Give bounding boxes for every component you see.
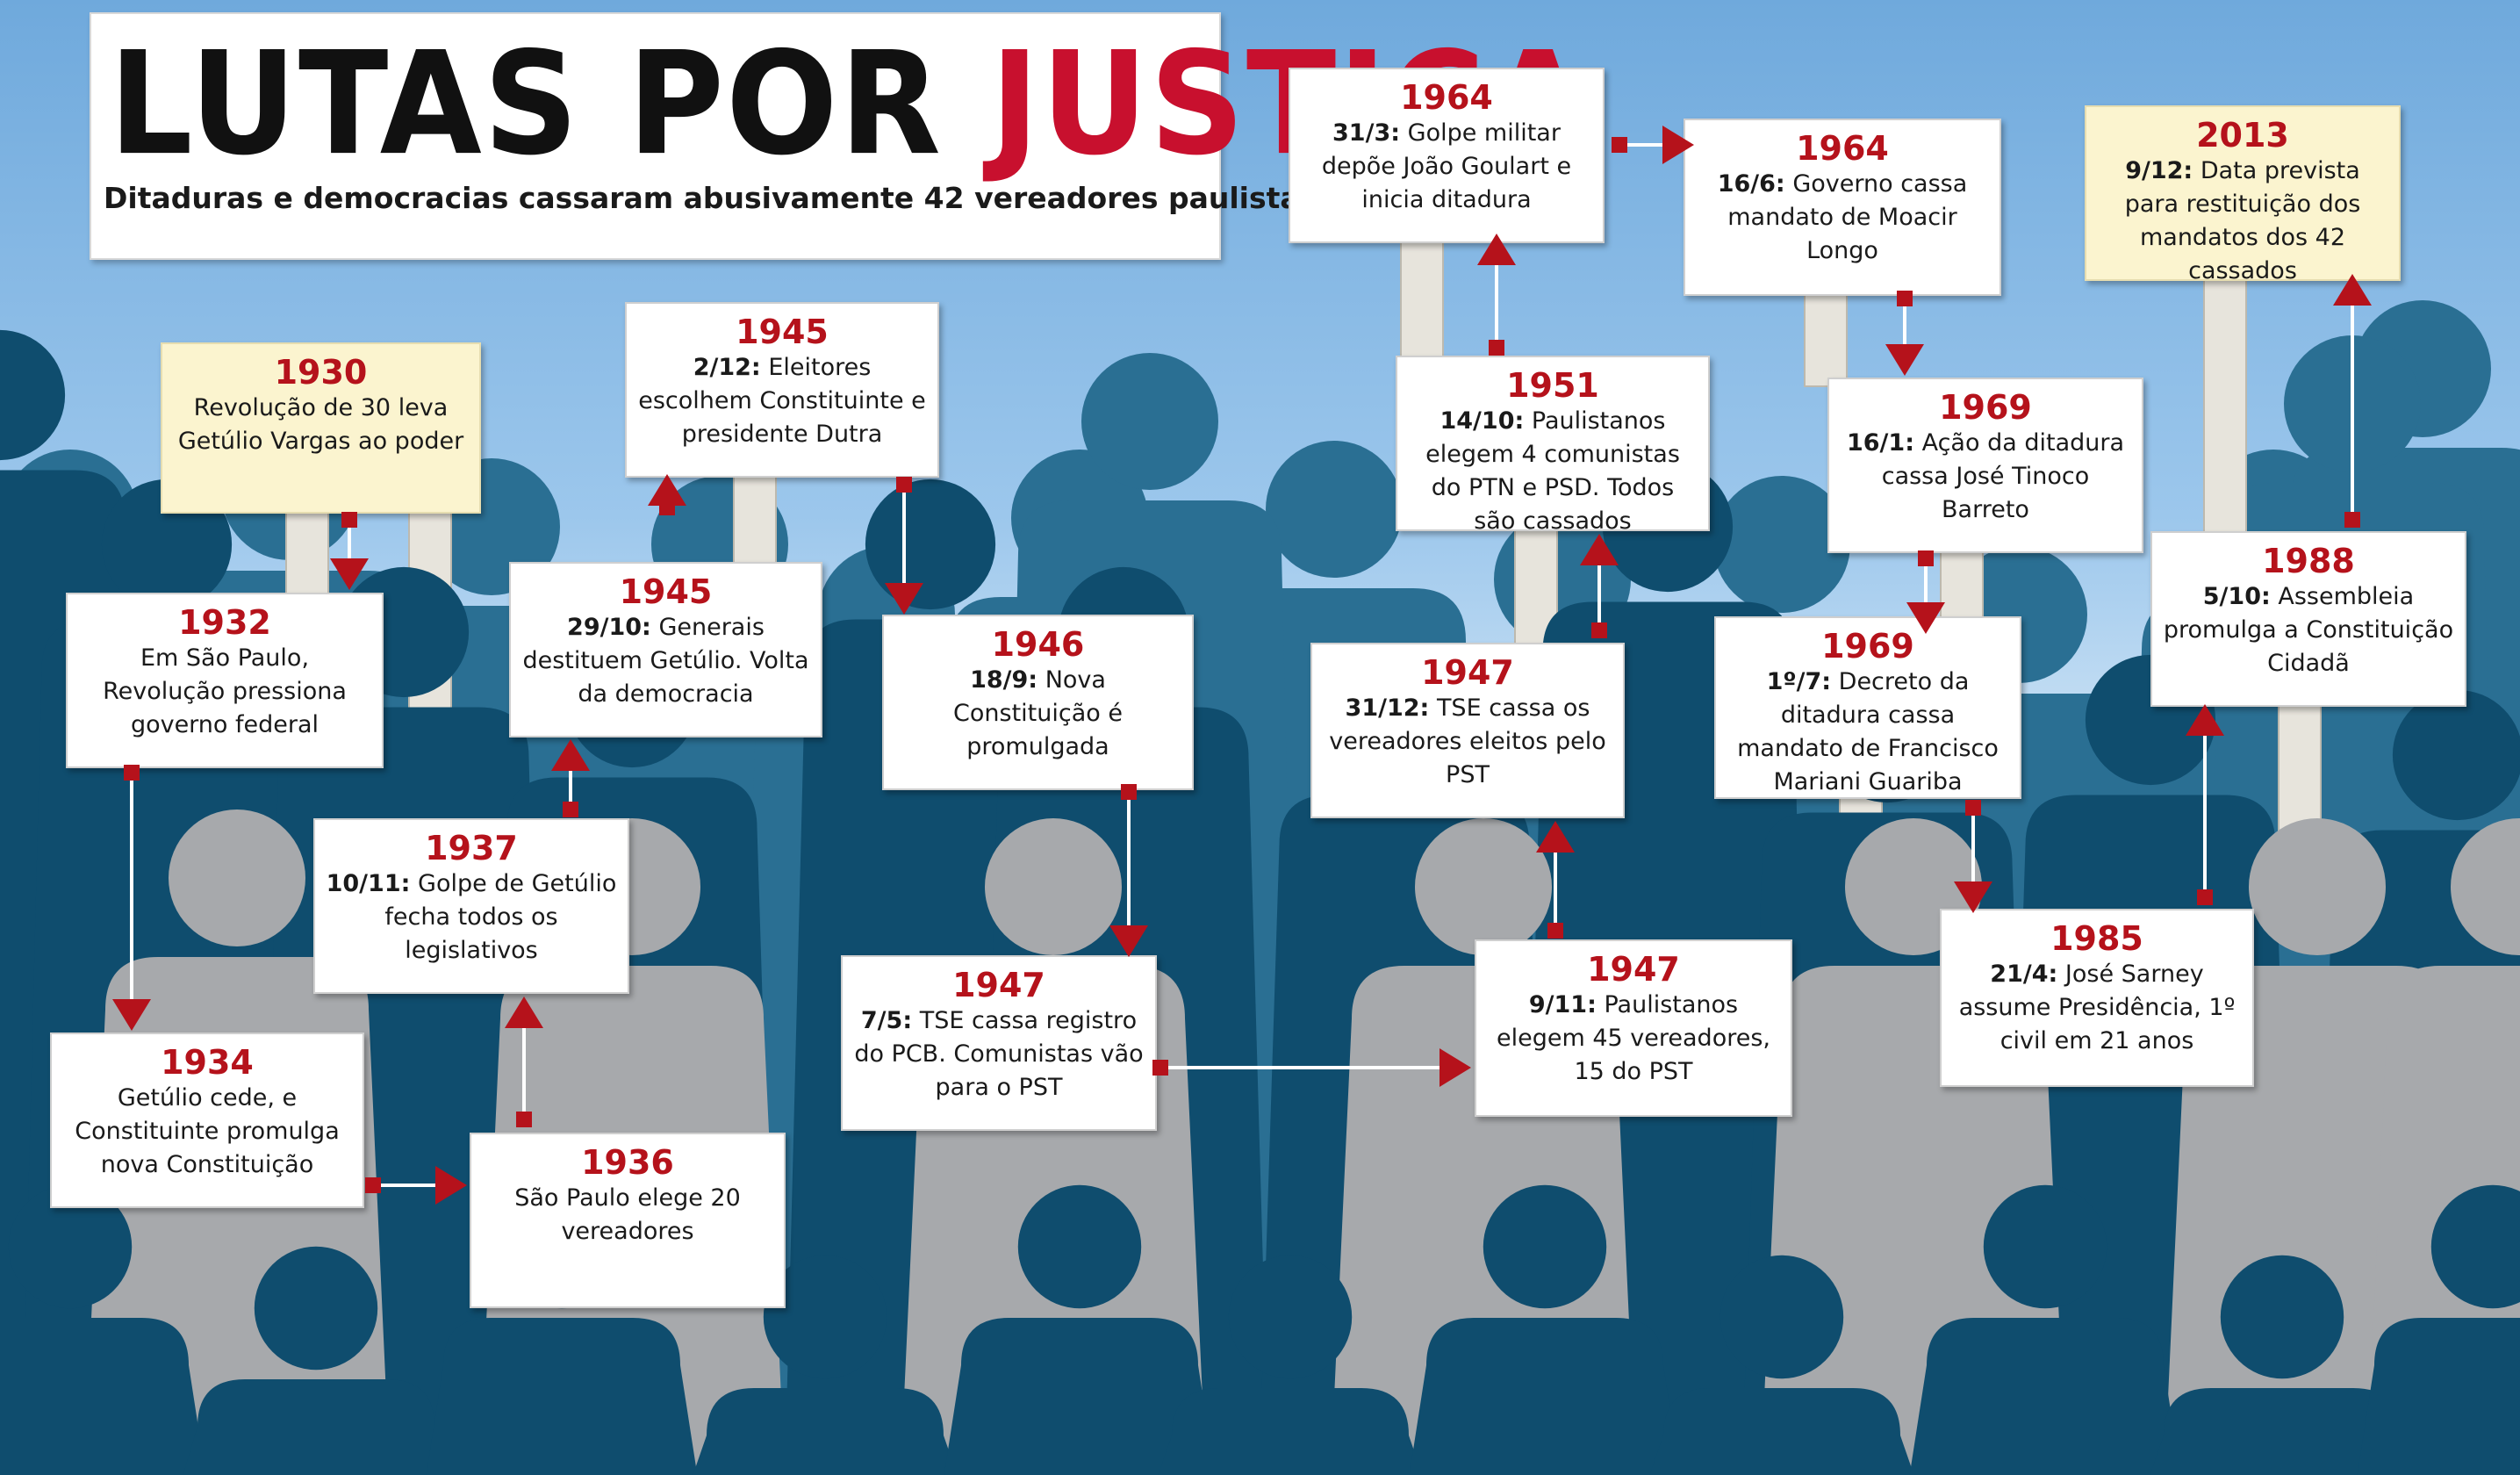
sign-year: 1945 bbox=[736, 313, 829, 351]
sign-year: 2013 bbox=[2196, 116, 2289, 155]
person-front bbox=[183, 1246, 449, 1475]
title-banner: LUTAS POR JUSTIÇA Ditaduras e democracia… bbox=[90, 12, 1589, 260]
sign-year: 1947 bbox=[1421, 653, 1514, 692]
sign-year: 1947 bbox=[1587, 950, 1680, 989]
sign-post bbox=[1804, 280, 1848, 387]
page-subtitle: Ditaduras e democracias cassaram abusiva… bbox=[104, 181, 1358, 215]
sign-date: 5/10: bbox=[2202, 583, 2271, 610]
sign-text: Decreto da ditadura cassa mandato de Fra… bbox=[1737, 668, 1999, 795]
sign-year: 1937 bbox=[425, 829, 518, 867]
sign-1947-nov: 1947 9/11: Paulistanos elegem 45 vereado… bbox=[1475, 939, 1792, 1117]
sign-1932: 1932 Em São Paulo, Revolução pressiona g… bbox=[66, 593, 384, 768]
sign-1947-may: 1947 7/5: TSE cassa registro do PCB. Com… bbox=[841, 955, 1157, 1131]
sign-1951: 1951 14/10: Paulistanos elegem 4 comunis… bbox=[1396, 356, 1710, 535]
sign-text: Assembleia promulga a Constituição Cidad… bbox=[2163, 583, 2454, 677]
sign-1988: 1988 5/10: Assembleia promulga a Constit… bbox=[2150, 531, 2466, 707]
sign-date: 2/12: bbox=[693, 354, 761, 381]
sign-year: 1946 bbox=[991, 625, 1085, 664]
sign-post bbox=[2203, 263, 2247, 545]
sign-text: Paulistanos elegem 4 comunistas do PTN e… bbox=[1425, 407, 1680, 535]
sign-text: Data prevista para restituição dos manda… bbox=[2124, 157, 2361, 284]
sign-date: 10/11: bbox=[326, 870, 411, 897]
sign-text: Revolução de 30 leva Getúlio Vargas ao p… bbox=[177, 394, 464, 455]
sign-1947-dec: 1947 31/12: TSE cassa os vereadores elei… bbox=[1310, 643, 1625, 818]
sign-date: 31/12: bbox=[1345, 694, 1430, 722]
sign-date: 14/10: bbox=[1439, 407, 1525, 435]
sign-text: TSE cassa os vereadores eleitos pelo PST bbox=[1329, 694, 1606, 788]
sign-text: São Paulo elege 20 vereadores bbox=[514, 1184, 741, 1245]
sign-1945-oct: 1945 29/10: Generais destituem Getúlio. … bbox=[509, 562, 822, 738]
title-black: LUTAS POR bbox=[109, 22, 944, 187]
sign-year: 1969 bbox=[1939, 388, 2032, 427]
person-front bbox=[1158, 1255, 1423, 1475]
sign-1964-jun: 1964 16/6: Governo cassa mandato de Moac… bbox=[1684, 119, 2001, 296]
sign-year: 1951 bbox=[1506, 366, 1599, 405]
person-front bbox=[1909, 1184, 2181, 1475]
sign-2013: 2013 9/12: Data prevista para restituiçã… bbox=[2085, 105, 2401, 284]
sign-text: Paulistanos elegem 45 vereadores, 15 do … bbox=[1497, 991, 1770, 1085]
sign-year: 1932 bbox=[178, 603, 271, 642]
sign-date: 31/3: bbox=[1332, 119, 1401, 147]
sign-1936: 1936 São Paulo elege 20 vereadores bbox=[470, 1133, 786, 1308]
sign-date: 1º/7: bbox=[1766, 668, 1832, 695]
person-front bbox=[693, 1255, 958, 1475]
sign-1969-jul: 1969 1º/7: Decreto da ditadura cassa man… bbox=[1714, 616, 2021, 799]
sign-text: Generais destituem Getúlio. Volta da dem… bbox=[522, 614, 809, 708]
sign-text: TSE cassa registro do PCB. Comunistas vã… bbox=[854, 1007, 1144, 1101]
sign-year: 1985 bbox=[2050, 919, 2143, 958]
sign-text: Em São Paulo, Revolução pressiona govern… bbox=[103, 644, 347, 738]
sign-year: 1930 bbox=[274, 353, 368, 392]
sign-1945-dec: 1945 2/12: Eleitores escolhem Constituin… bbox=[625, 302, 939, 478]
person-front bbox=[2150, 1255, 2415, 1475]
sign-text: Nova Constituição é promulgada bbox=[953, 666, 1123, 760]
sign-year: 1988 bbox=[2262, 542, 2355, 580]
sign-date: 29/10: bbox=[567, 614, 651, 641]
sign-text: José Sarney assume Presidência, 1º civil… bbox=[1958, 961, 2236, 1054]
sign-text: Golpe de Getúlio fecha todos os legislat… bbox=[384, 870, 617, 964]
person-front bbox=[944, 1184, 1216, 1475]
person-front bbox=[2357, 1184, 2520, 1475]
person-front bbox=[0, 1184, 206, 1475]
sign-date: 21/4: bbox=[1990, 961, 2058, 988]
sign-1946: 1946 18/9: Nova Constituição é promulgad… bbox=[882, 615, 1194, 790]
sign-year: 1934 bbox=[161, 1043, 254, 1082]
sign-date: 9/11: bbox=[1528, 991, 1597, 1018]
person-front bbox=[1649, 1255, 1914, 1475]
sign-year: 1964 bbox=[1796, 129, 1889, 168]
sign-year: 1947 bbox=[952, 966, 1045, 1004]
sign-1934: 1934 Getúlio cede, e Constituinte promul… bbox=[50, 1032, 364, 1208]
sign-year: 1936 bbox=[581, 1143, 674, 1182]
sign-year: 1945 bbox=[619, 572, 713, 611]
sign-date: 7/5: bbox=[860, 1007, 913, 1034]
sign-text: Getúlio cede, e Constituinte promulga no… bbox=[75, 1084, 340, 1178]
sign-1969-jan: 1969 16/1: Ação da ditadura cassa José T… bbox=[1827, 378, 2143, 553]
sign-1964-mar: 1964 31/3: Golpe militar depõe João Goul… bbox=[1289, 68, 1605, 243]
sign-1985: 1985 21/4: José Sarney assume Presidênci… bbox=[1940, 909, 2254, 1087]
sign-year: 1969 bbox=[1821, 627, 1914, 666]
sign-date: 18/9: bbox=[970, 666, 1038, 694]
sign-year: 1964 bbox=[1400, 78, 1493, 117]
sign-date: 16/6: bbox=[1717, 170, 1785, 198]
sign-date: 9/12: bbox=[2125, 157, 2193, 184]
sign-text: Golpe militar depõe João Goulart e inici… bbox=[1321, 119, 1572, 213]
sign-post bbox=[1400, 227, 1444, 370]
sign-date: 16/1: bbox=[1846, 429, 1914, 457]
sign-text: Governo cassa mandato de Moacir Longo bbox=[1727, 170, 1968, 264]
sign-1937: 1937 10/11: Golpe de Getúlio fecha todos… bbox=[313, 818, 629, 994]
sign-1930: 1930 Revolução de 30 leva Getúlio Vargas… bbox=[161, 342, 481, 514]
sign-text: Eleitores escolhem Constituinte e presid… bbox=[638, 354, 926, 448]
person-front bbox=[1409, 1184, 1681, 1475]
sign-text: Ação da ditadura cassa José Tinoco Barre… bbox=[1881, 429, 2125, 523]
